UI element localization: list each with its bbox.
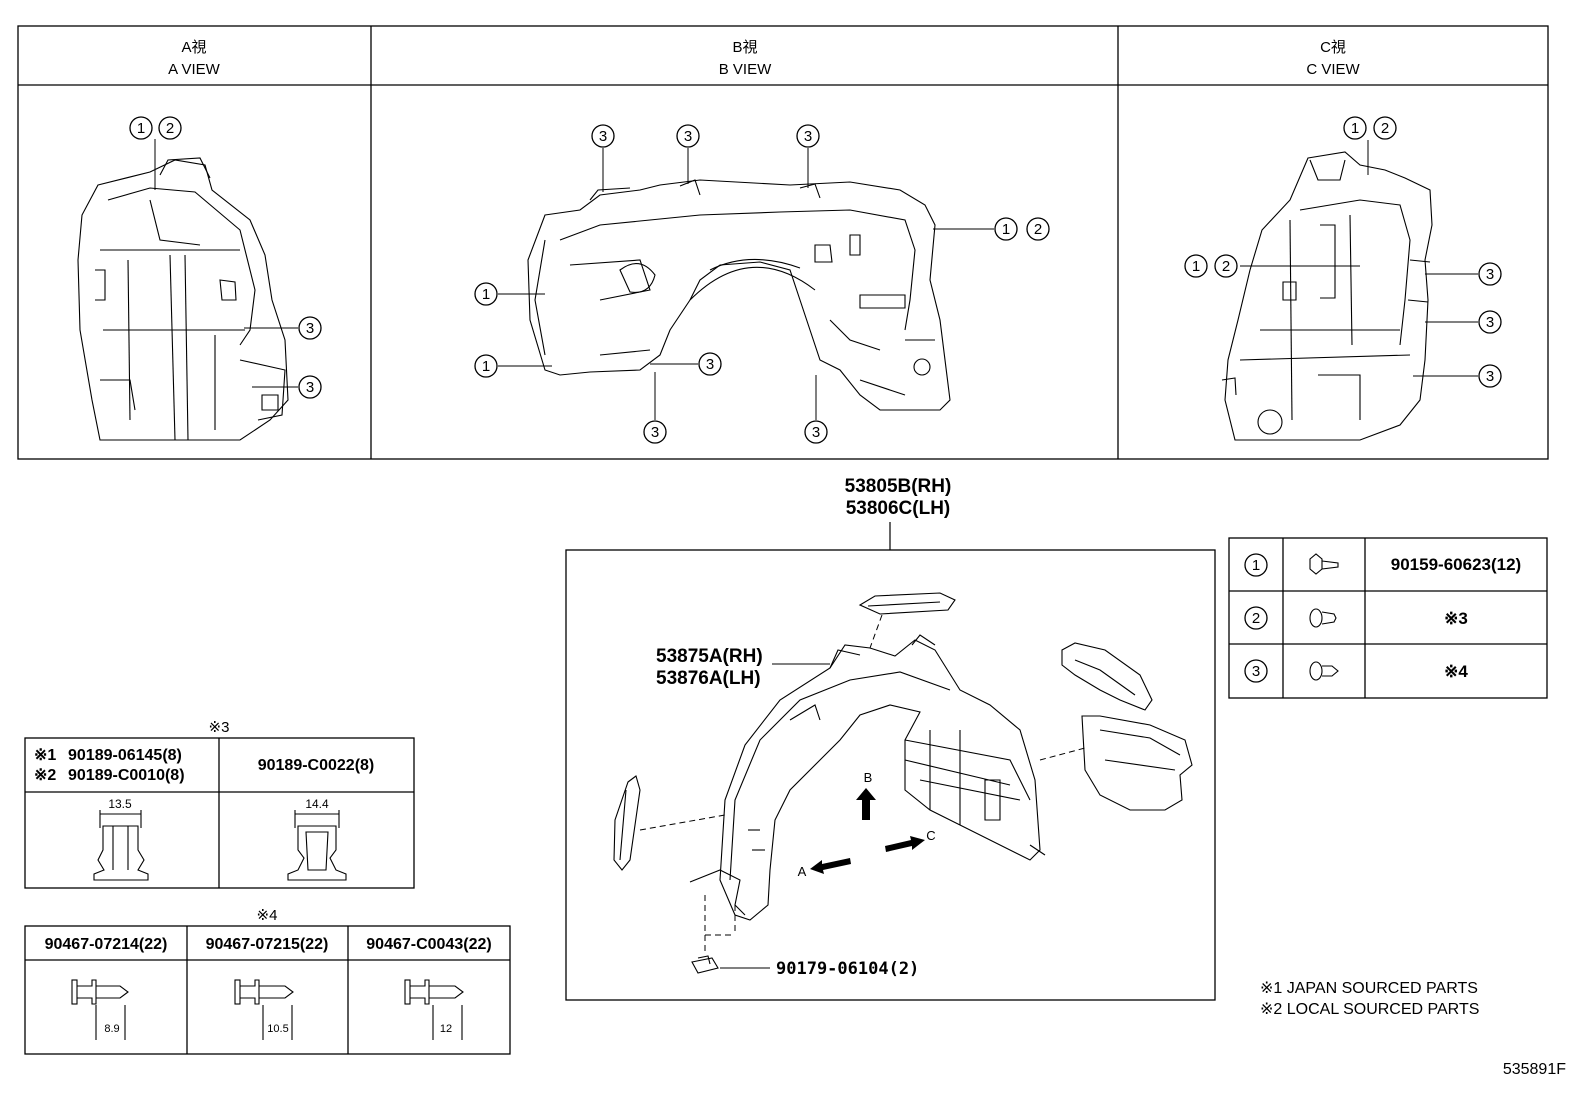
rear-shield-upper-part (1061, 642, 1153, 711)
callout-two: 2 (1034, 221, 1042, 238)
a-view-title-jp: A視 (181, 39, 206, 56)
top-strip-part (858, 592, 956, 615)
note4-table (24, 925, 511, 1055)
push-clip-icon (1309, 661, 1339, 681)
b-view-liner-drawing (527, 179, 951, 411)
clip-drawing-2 (287, 810, 347, 881)
callout-two: 2 (1222, 258, 1230, 275)
callout-one: 1 (482, 286, 490, 303)
note3-mark-1: ※1 (34, 747, 56, 764)
liner-number-rh: 53875A(RH) (656, 646, 763, 667)
table-part-three: ※4 (1444, 662, 1468, 681)
liner-number-lh: 53876A(LH) (656, 668, 761, 689)
callouts: 1 2 3 3 3 3 3 1 2 1 1 3 3 3 1 2 1 2 3 3 … (129, 116, 1502, 444)
nut-part (691, 955, 719, 974)
table-callout-two: 2 (1252, 610, 1260, 627)
clip-icon (1309, 608, 1337, 628)
push-rivet-drawing-1 (71, 979, 129, 1040)
callout-three: 3 (306, 379, 314, 396)
table-part-one: 90159-60623(12) (1391, 555, 1521, 574)
c-view-leaders (1240, 140, 1478, 377)
rivet-dim-1: 8.9 (104, 1023, 119, 1035)
nut-part-number: 90179-06104(2) (776, 959, 919, 979)
note3-table (24, 737, 415, 889)
table-callout-one: 1 (1252, 557, 1260, 574)
rear-shield-lower-part (1081, 715, 1193, 811)
note4-part-2: 90467-07215(22) (206, 936, 329, 953)
callout-three: 3 (804, 128, 812, 145)
part-number-rh: 53805B(RH) (845, 476, 952, 497)
push-rivet-drawing-3 (404, 979, 464, 1040)
callout-one: 1 (482, 358, 490, 375)
b-view-leaders (498, 148, 994, 420)
callout-two: 2 (1381, 120, 1389, 137)
b-view-title-en: B VIEW (719, 61, 772, 78)
view-arrow-a-icon: A (798, 858, 851, 879)
fastener-table (1228, 537, 1548, 699)
fender-liner-part (689, 634, 1046, 921)
callout-three: 3 (812, 424, 820, 441)
push-rivet-drawing-2 (234, 979, 294, 1040)
rivet-dim-2: 10.5 (267, 1023, 288, 1035)
arrow-label-a: A (798, 864, 807, 879)
a-view-title-en: A VIEW (168, 61, 221, 78)
note3-title: ※3 (209, 719, 230, 736)
callout-three: 3 (1486, 314, 1494, 331)
note3-part-3: 90189-C0022(8) (258, 757, 375, 774)
c-view-title-jp: C視 (1320, 39, 1346, 56)
arrow-label-c: C (926, 828, 935, 843)
part-number-lh: 53806C(LH) (846, 498, 951, 519)
clip-dim-1: 13.5 (108, 797, 132, 811)
callout-three: 3 (1486, 266, 1494, 283)
callout-three: 3 (306, 320, 314, 337)
a-view-liner-drawing (77, 157, 289, 441)
note3-mark-2: ※2 (34, 767, 56, 784)
side-strip-part (613, 775, 641, 871)
a-view-leaders (154, 139, 298, 388)
b-view-title-jp: B視 (732, 39, 757, 56)
callout-one: 1 (1192, 258, 1200, 275)
callout-one: 1 (1351, 120, 1359, 137)
c-view-liner-drawing (1221, 151, 1433, 441)
view-arrow-b-icon: B (856, 770, 876, 820)
callout-three: 3 (599, 128, 607, 145)
note4-part-1: 90467-07214(22) (45, 936, 168, 953)
c-view-title-en: C VIEW (1306, 61, 1360, 78)
assembly-box (565, 549, 1216, 1001)
rivet-dim-3: 12 (440, 1023, 452, 1035)
figure-id: 535891F (1503, 1061, 1566, 1078)
clip-drawing-1 (93, 810, 149, 881)
legend-japan-sourced: ※1 JAPAN SOURCED PARTS (1260, 980, 1478, 997)
table-part-two: ※3 (1444, 609, 1468, 628)
connection-lines (639, 614, 1086, 955)
clip-dim-2: 14.4 (305, 797, 329, 811)
note3-part-1: 90189-06145(8) (68, 747, 182, 764)
callout-three: 3 (684, 128, 692, 145)
view-panel (17, 25, 1549, 460)
callout-three: 3 (651, 424, 659, 441)
callout-two: 2 (166, 120, 174, 137)
note3-part-2: 90189-C0010(8) (68, 767, 185, 784)
note4-part-3: 90467-C0043(22) (366, 936, 491, 953)
legend-local-sourced: ※2 LOCAL SOURCED PARTS (1260, 1001, 1479, 1018)
view-arrow-c-icon: C (885, 828, 936, 852)
note4-title: ※4 (257, 907, 278, 924)
callout-one: 1 (1002, 221, 1010, 238)
callout-three: 3 (706, 356, 714, 373)
arrow-label-b: B (864, 770, 873, 785)
callout-one: 1 (137, 120, 145, 137)
bolt-icon (1309, 553, 1339, 575)
callout-three: 3 (1486, 368, 1494, 385)
table-callout-three: 3 (1252, 663, 1260, 680)
